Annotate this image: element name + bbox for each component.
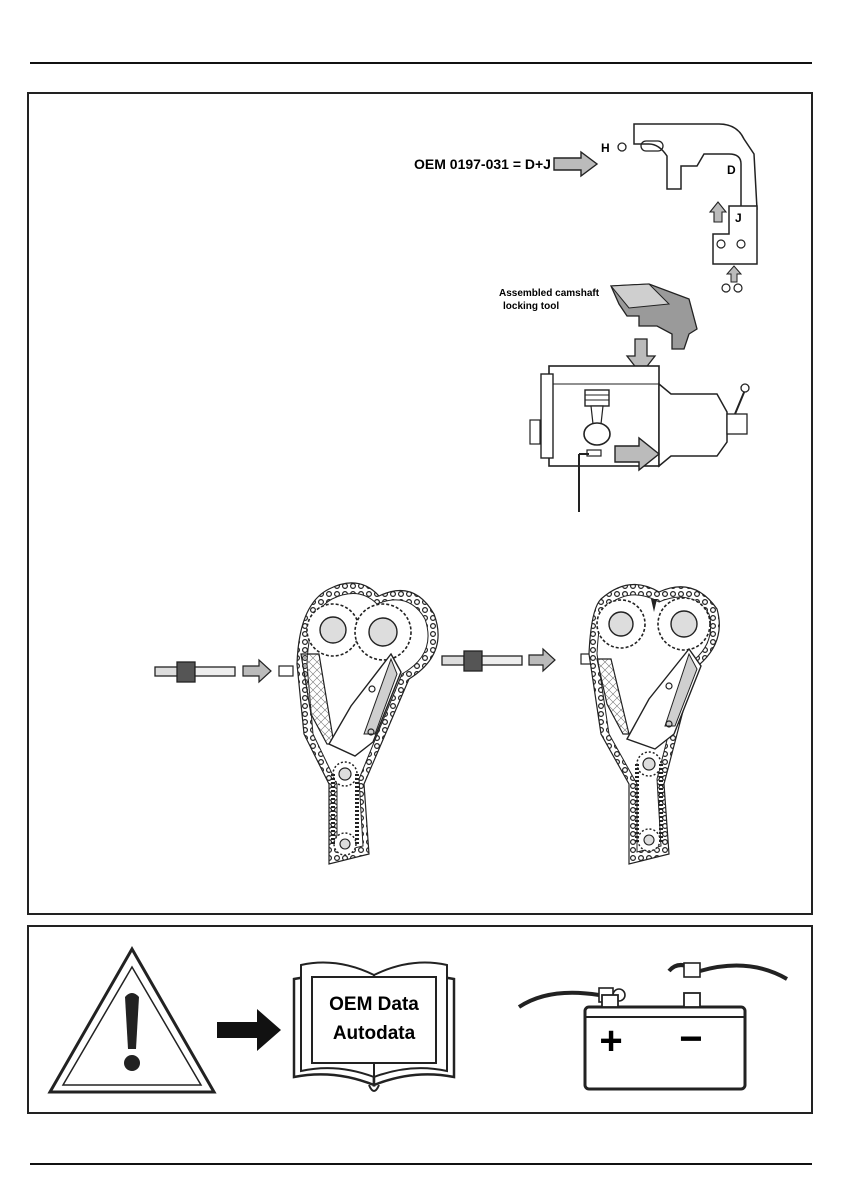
bolt-icon	[734, 284, 742, 292]
battery-plus: +	[599, 1019, 622, 1063]
cam-hub	[369, 618, 397, 646]
arrow-right-icon	[217, 1009, 281, 1051]
battery-icon	[519, 963, 787, 1089]
engine-lug	[530, 420, 540, 444]
oil-pump-hub	[644, 835, 654, 845]
cam-hub	[320, 617, 346, 643]
gear-knob	[741, 384, 749, 392]
label-j: J	[735, 211, 742, 225]
gearbox-end	[727, 414, 747, 434]
diagram-panel: OEM 0197-031 = D+J H D J Assembled camsh…	[27, 92, 813, 915]
gear-lever	[735, 390, 745, 414]
crank-hub	[339, 768, 351, 780]
cam-hub	[671, 611, 697, 637]
oem-equation: OEM 0197-031 = D+J	[414, 156, 551, 172]
tensioner-tool-shaft	[482, 656, 522, 665]
timing-assembly-left	[155, 583, 438, 864]
assembled-label-2: locking tool	[503, 301, 559, 312]
notice-svg: OEM Data Autodata + −	[29, 927, 811, 1112]
book-line-1: OEM Data	[329, 994, 419, 1015]
right-arrow-icon	[243, 660, 271, 682]
crank-pin	[587, 450, 601, 456]
gearbox	[659, 384, 727, 466]
label-d: D	[727, 163, 736, 177]
tensioner-tool-body	[177, 662, 195, 682]
top-rule	[30, 62, 812, 64]
book-line-2: Autodata	[333, 1023, 416, 1044]
oil-pump-hub	[340, 839, 350, 849]
tensioner-tool-body	[464, 651, 482, 671]
bottom-rule	[30, 1163, 812, 1165]
tensioner-tool-shaft	[195, 667, 235, 676]
con-rod	[591, 406, 603, 424]
up-arrow-icon	[710, 202, 726, 222]
engine-face	[541, 374, 553, 458]
piston	[585, 390, 609, 406]
timing-assembly-right	[442, 584, 719, 864]
tool-part-d	[634, 124, 757, 209]
battery-minus: −	[679, 1017, 702, 1061]
notice-panel: OEM Data Autodata + −	[27, 925, 813, 1114]
tensioner-tool-tip	[155, 667, 179, 676]
tensioner-tool-tip	[442, 656, 464, 665]
diagram-svg: OEM 0197-031 = D+J H D J Assembled camsh…	[29, 94, 811, 913]
crank-hub	[643, 758, 655, 770]
exclamation-dot	[124, 1055, 140, 1071]
arrow-icon	[554, 152, 597, 176]
label-h: H	[601, 141, 610, 155]
hole	[618, 143, 626, 151]
assembled-label-1: Assembled camshaft	[499, 288, 600, 299]
up-arrow-icon	[727, 266, 741, 282]
tensioner-plunger	[279, 666, 293, 676]
cam-hub	[609, 612, 633, 636]
bolt-icon	[722, 284, 730, 292]
crank-journal	[584, 423, 610, 445]
right-arrow-icon	[529, 649, 555, 671]
